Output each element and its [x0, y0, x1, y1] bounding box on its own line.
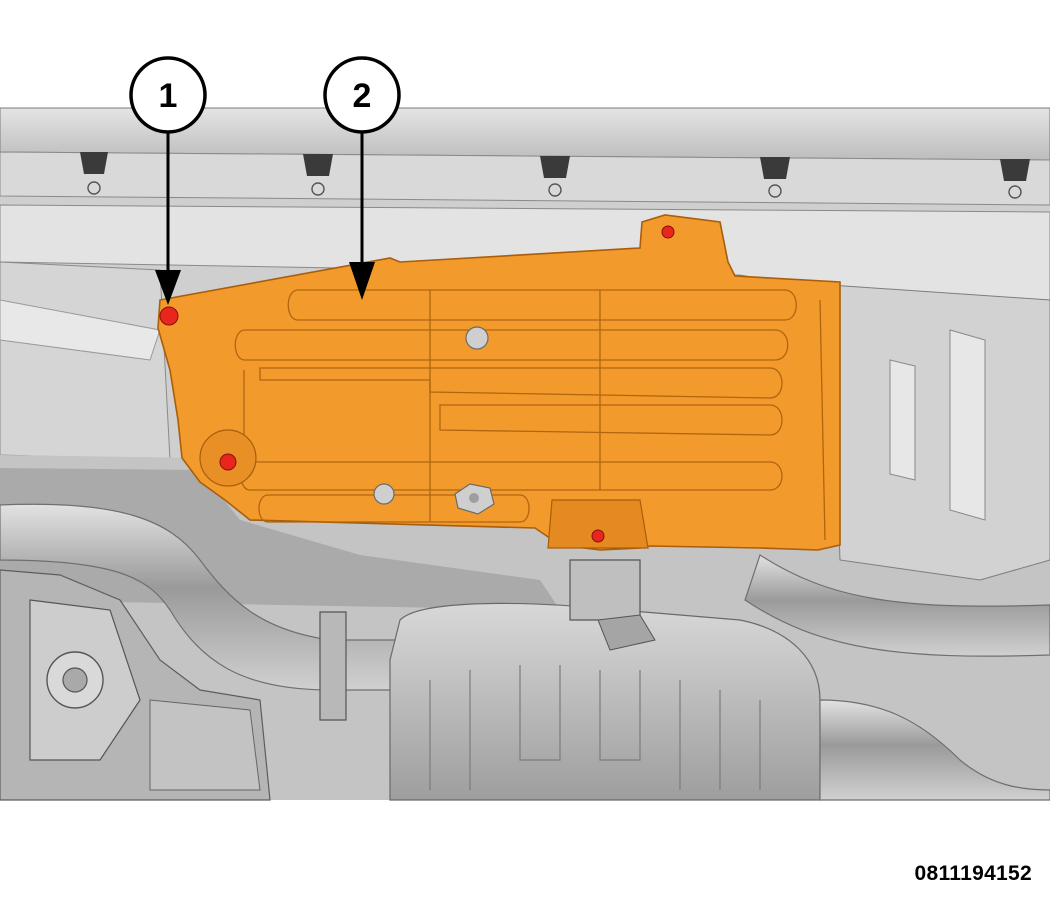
- callout-1: 1: [129, 56, 207, 305]
- callout-2: 2: [323, 56, 401, 300]
- callout-2-label: 2: [353, 77, 372, 115]
- fastener-lower-left: [219, 453, 237, 471]
- fastener-top: [661, 225, 675, 239]
- fastener: [159, 225, 675, 543]
- fastener-bottom: [591, 529, 605, 543]
- callout-2-arrowhead: [349, 262, 375, 300]
- fastener-upper-left: [159, 306, 179, 326]
- exhaust-system: [0, 503, 1050, 801]
- callout-1-arrowhead: [155, 270, 181, 305]
- heat-shield: [157, 214, 841, 551]
- figure-id: 0811194152: [914, 862, 1032, 885]
- left-assembly: [0, 569, 271, 801]
- callout-1-label: 1: [159, 77, 178, 115]
